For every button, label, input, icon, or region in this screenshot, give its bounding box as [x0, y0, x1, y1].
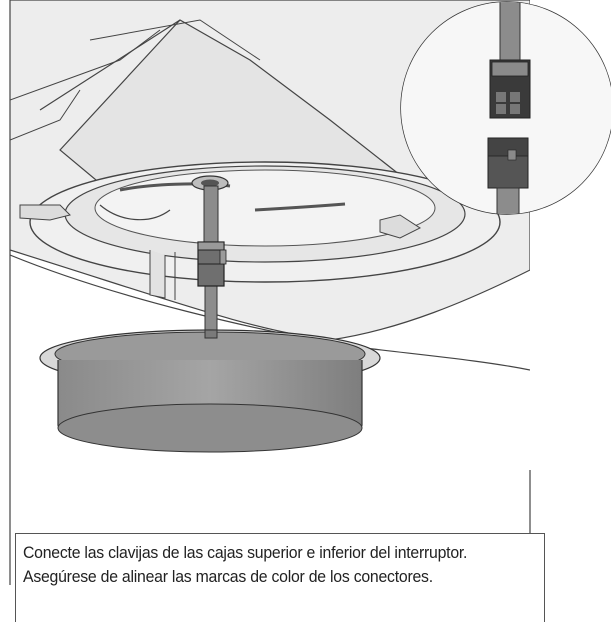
lower-switch-box: [39, 329, 381, 453]
cable-connector: [197, 241, 227, 287]
connector-detail-inset: [400, 1, 611, 215]
instruction-caption: Conecte las clavijas de las cajas superi…: [23, 543, 468, 586]
cable: [203, 185, 219, 333]
instruction-caption-box: Conecte las clavijas de las cajas superi…: [15, 533, 545, 622]
ceiling-housing: [10, 0, 530, 371]
